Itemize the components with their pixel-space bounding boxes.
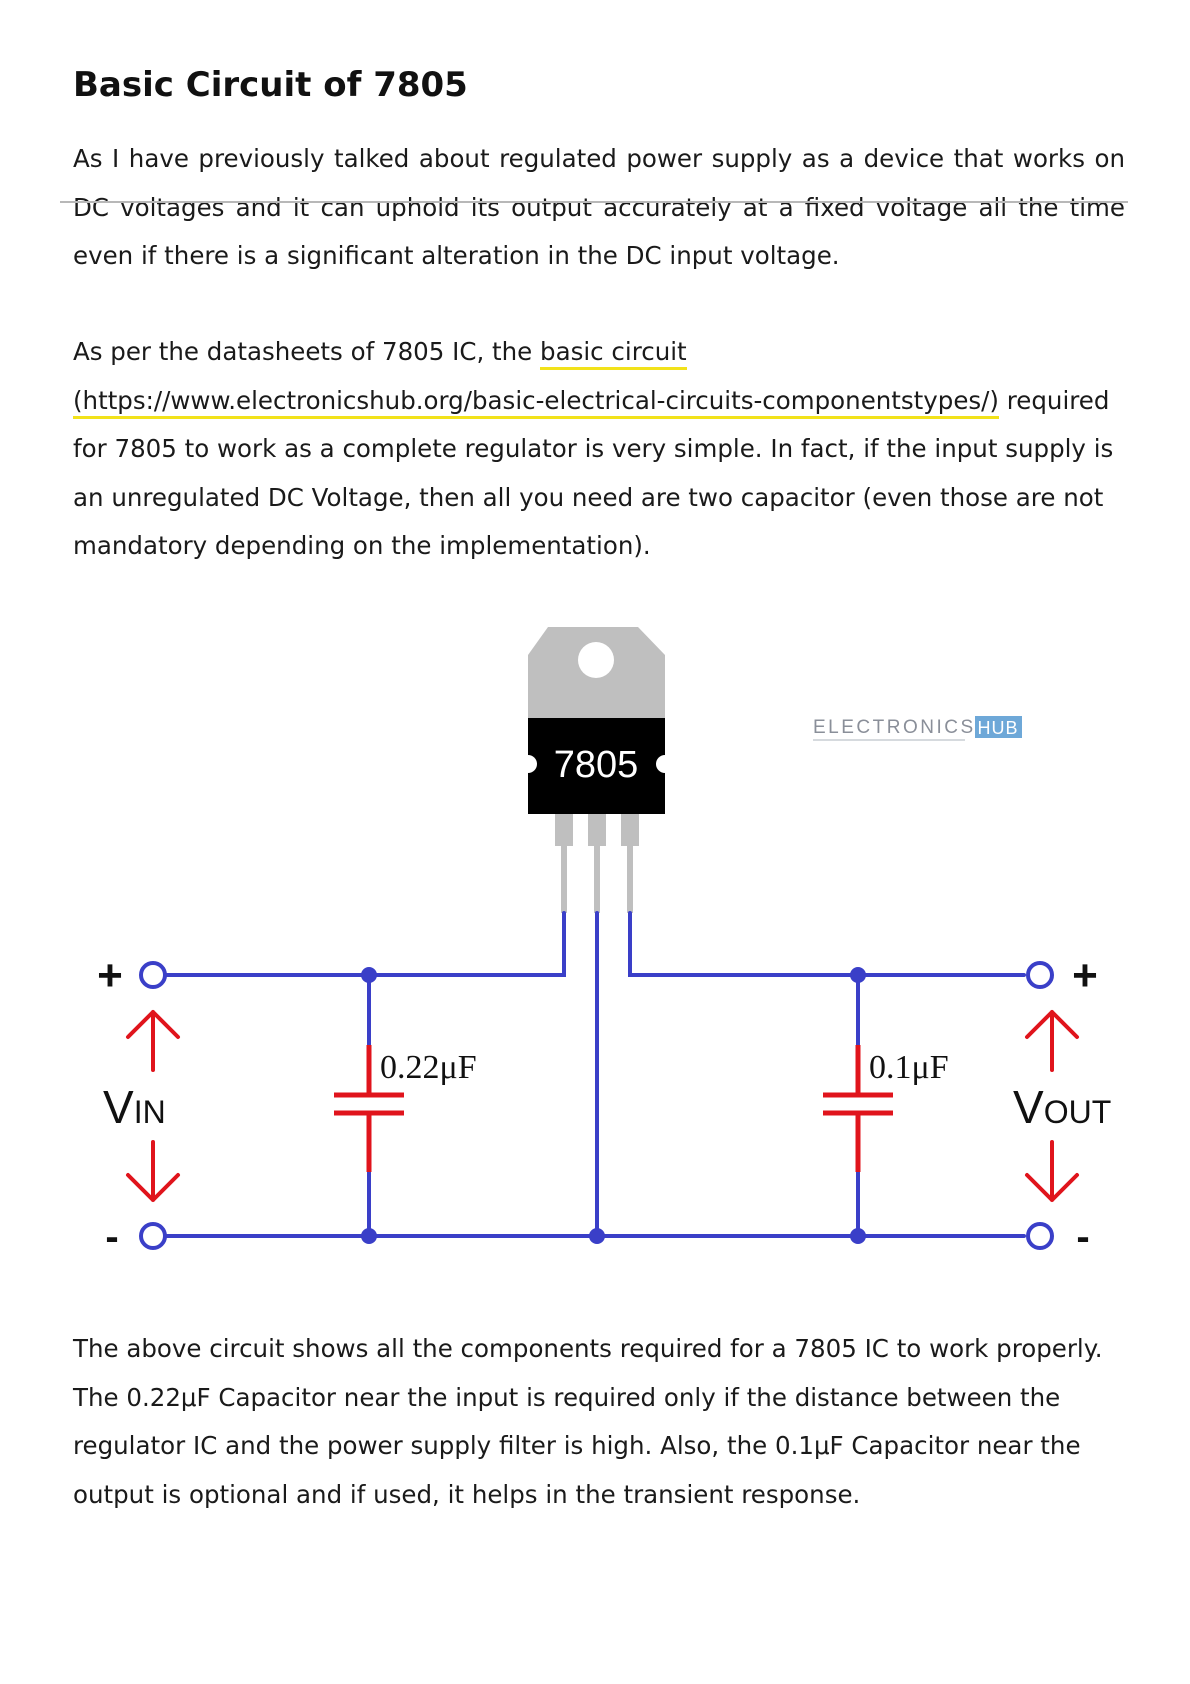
ic-notch-right [656,755,674,773]
junction-output-top [850,967,866,983]
vout-plus-symbol: + [1072,951,1098,1000]
intro-paragraph: As I have previously talked about regula… [73,144,1125,270]
datasheet-paragraph: As per the datasheets of 7805 IC, the ba… [73,328,1125,571]
ic-notch-left [519,755,537,773]
paragraph-text-before-link: As per the datasheets of 7805 IC, the [73,337,541,366]
ic-pin-input [555,814,573,846]
input-top-wire [162,911,566,977]
terminal-vout-negative [1026,1222,1054,1250]
ic-body [528,718,665,814]
vout-label: VOUT [1013,1081,1111,1133]
vin-down-arrow-icon [126,1140,180,1202]
watermark-text: ELECTRONICS [813,717,976,738]
junction-input-top [361,967,377,983]
junction-ground [589,1228,605,1244]
basic-circuit-link[interactable]: basic circuit (https://www.electronicshu… [73,337,999,419]
ic-pin-ground [588,814,606,846]
vout-up-arrow-icon [1025,1010,1079,1072]
vin-minus-symbol: - [105,1215,118,1259]
terminal-vout-positive [1026,961,1054,989]
vout-down-arrow-icon [1025,1140,1079,1202]
vin-plus-symbol: + [97,951,123,1000]
terminal-vin-negative [139,1222,167,1250]
page-title: Basic Circuit of 7805 [73,65,468,105]
junction-input-bottom [361,1228,377,1244]
vin-label-main: V [103,1081,134,1133]
vin-label: VIN [103,1081,166,1133]
strikethrough-line [60,201,1128,203]
ic-mounting-hole [578,642,614,678]
output-cap-label: 0.1μF [869,1049,949,1086]
paragraph-text-after-link: required for 7805 to work as a complete … [73,385,1114,561]
circuit-diagram: 7805 ELECTRONICS HUB [0,600,1190,1280]
watermark-badge-text: HUB [977,718,1018,738]
explanation-paragraph: The above circuit shows all the componen… [73,1334,1103,1509]
ic-label: 7805 [554,744,639,786]
vin-up-arrow-icon [126,1010,180,1072]
input-cap-label: 0.22μF [380,1049,477,1086]
vout-label-main: V [1013,1081,1044,1133]
terminal-vin-positive [139,961,167,989]
output-top-wire [628,911,1026,977]
vin-label-sub: IN [134,1094,166,1130]
vout-minus-symbol: - [1076,1215,1089,1259]
ic-pin-output [621,814,639,846]
junction-output-bottom [850,1228,866,1244]
watermark-badge [975,716,1022,738]
vout-label-sub: OUT [1044,1094,1112,1130]
